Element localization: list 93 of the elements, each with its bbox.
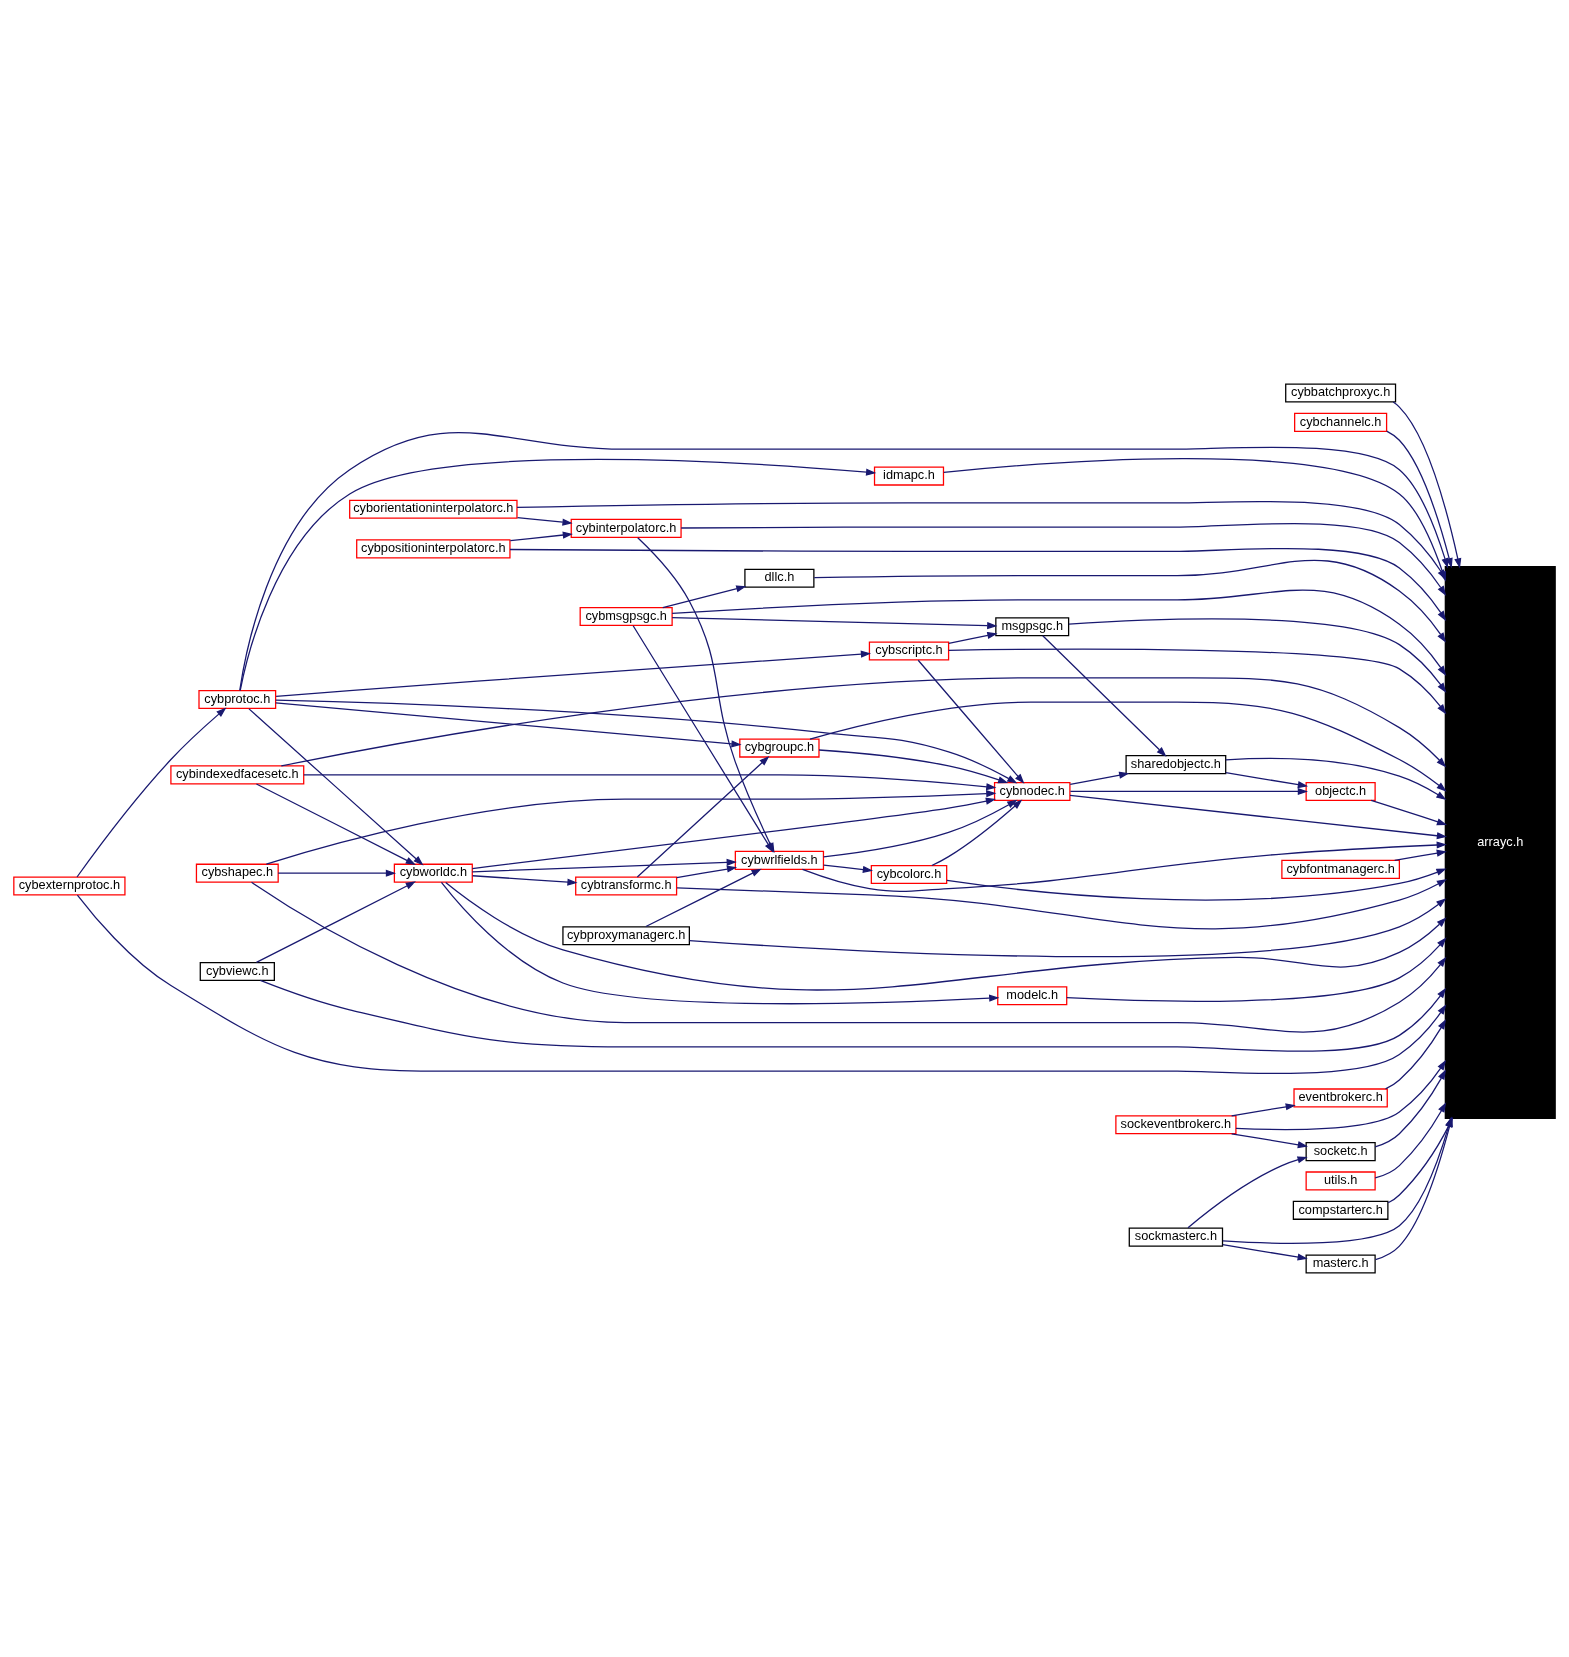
node-box: modelc.h [997,986,1068,1006]
arrow [671,617,998,630]
arrow [822,799,1018,858]
arrow [516,516,573,526]
arrow [248,708,424,866]
arrow [1394,849,1447,861]
node-box: socketc.h [1305,1142,1376,1162]
arrow [931,799,1023,867]
node-box: sockmasterc.h [1128,1227,1224,1247]
node-box: cybpositioninterpolatorc.h [356,539,511,559]
arrow [1392,401,1462,569]
arrow [1370,799,1448,826]
arrow [1374,1102,1447,1179]
node-box: idmapc.h [873,466,945,486]
arrow [1225,772,1309,789]
arrow [917,659,1025,784]
arrow [676,879,1448,930]
arrow [445,881,1447,991]
node-box: cybcolorc.h [870,864,948,885]
node-box: objectc.h [1305,781,1376,802]
arrow [76,894,1447,1075]
arrow [471,797,997,870]
node-box: cybbatchproxyc.h [1285,383,1397,403]
node-box: cybinterpolatorc.h [570,518,682,538]
node-box: masterc.h [1305,1254,1376,1274]
arrow [801,841,1447,892]
node-box: cybexternprotoc.h [13,876,126,896]
arrow [1222,1244,1308,1261]
node-box: utils.h [1305,1171,1376,1191]
arrow [277,869,397,877]
arrow [818,749,1009,784]
node-box: sockeventbrokerc.h [1115,1115,1237,1135]
arrow [823,864,874,874]
node-box: msgpsgc.h [995,617,1070,637]
arrow [1230,1103,1296,1117]
node-box: cybwrlfields.h [734,850,825,870]
arrow [275,699,1018,784]
node-box: cybtransformc.h [575,876,678,896]
arrow [671,589,1447,676]
node-box: cybproxymanagerc.h [562,926,690,946]
arrow [1384,1019,1447,1090]
arrow [948,631,998,644]
arrow [662,585,747,609]
arrow [255,881,416,964]
arrow [1235,1059,1447,1131]
arrow [688,898,1447,958]
node-box: cybworldc.h [393,863,473,883]
arrow [1187,1156,1308,1229]
arrow [76,707,227,878]
arrow [1069,787,1308,796]
node-box: dllc.h [744,568,815,588]
arrow [255,783,416,865]
arrow [250,881,1447,1033]
arrow [676,865,738,879]
arrow [946,868,1447,901]
node-box: cyborientationinterpolatorc.h [349,499,518,519]
arrow [636,756,770,878]
node-box: eventbrokerc.h [1293,1088,1388,1108]
node-box: arrayc.h [1444,566,1556,1120]
node-box: cybnodec.h [993,781,1071,802]
arrow [303,774,997,791]
arrow [645,868,762,928]
arrow [440,881,1000,1005]
arrow [1042,635,1167,757]
arrow [280,677,1447,768]
node-box: compstarterc.h [1292,1200,1389,1220]
arrow [1066,937,1447,1002]
node-box: cybfontmanagerc.h [1281,859,1400,879]
node-box: cybprotoc.h [198,689,277,710]
node-box: cybscriptc.h [868,641,950,661]
arrow [1069,771,1130,786]
arrow [472,875,578,886]
node-box: sharedobjectc.h [1125,755,1227,775]
arrow [275,702,742,748]
node-box: cybviewc.h [199,961,275,982]
arrow [275,650,872,698]
node-box: cybshapec.h [195,863,279,883]
arrow [265,790,997,865]
arrow [1230,1133,1308,1149]
arrow [1069,794,1448,840]
node-box: cybchannelc.h [1294,412,1388,432]
node-box: cybindexedfacesetc.h [170,765,305,785]
arrow [471,858,737,873]
arrow [948,648,1447,715]
arrow [1386,430,1453,569]
arrow [259,979,1447,1052]
node-box: cybmsgpsgc.h [579,606,673,627]
arrow [1225,757,1447,800]
node-box: cybgroupc.h [739,738,820,758]
arrow [1374,1069,1447,1148]
arrow [1068,618,1447,693]
arrow [809,701,1447,792]
arrow [509,531,573,542]
